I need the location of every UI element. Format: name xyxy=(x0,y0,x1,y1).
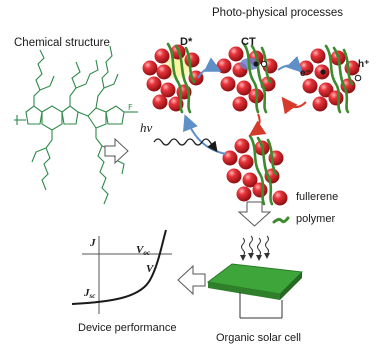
organic-solar-cell-caption: Organic solar cell xyxy=(216,332,301,344)
cluster-charge-separated xyxy=(298,44,362,114)
cluster-ground-state xyxy=(222,134,284,206)
legend-polymer-label: polymer xyxy=(296,213,336,225)
polymer-molecule: F xyxy=(14,45,138,205)
svg-text:F: F xyxy=(128,103,133,112)
arrow-d-to-ct xyxy=(197,57,222,79)
hollow-arrow-right xyxy=(104,137,129,165)
device-performance-caption: Device performance xyxy=(78,322,177,334)
photon-wave xyxy=(153,138,218,153)
cluster-donor-excited xyxy=(142,42,204,114)
jv-jsc-label: Jsc xyxy=(83,287,95,300)
arrow-ct-to-ground xyxy=(248,113,267,137)
jv-chart: J V Voc Jsc xyxy=(71,229,172,314)
jv-curve xyxy=(71,229,167,305)
legend-fullerene-swatch xyxy=(272,190,288,206)
label-electron: e⁻ xyxy=(300,68,311,79)
label-photon: hν xyxy=(140,120,153,135)
cluster-charge-transfer xyxy=(216,42,278,114)
solar-cell xyxy=(206,235,304,319)
photo-physical-title: Photo-physical processes xyxy=(212,7,344,19)
hollow-arrow-down xyxy=(237,201,272,227)
jv-x-label: V xyxy=(146,263,155,275)
legend-fullerene-label: fullerene xyxy=(296,191,339,203)
hollow-arrow-left xyxy=(177,264,206,296)
arrow-separated-to-ct xyxy=(281,96,307,115)
arrow-ct-to-separated xyxy=(277,55,303,73)
jv-voc-label: Voc xyxy=(136,244,150,257)
arrow-ground-to-d xyxy=(183,114,227,155)
label-charge-transfer: CT xyxy=(241,36,256,48)
label-hole: h⁺ xyxy=(358,59,369,70)
jv-y-label: J xyxy=(89,237,96,249)
label-donor-excited: D* xyxy=(180,36,193,48)
chemical-structure-title: Chemical structure xyxy=(14,37,110,49)
legend-polymer-swatch xyxy=(272,216,290,224)
